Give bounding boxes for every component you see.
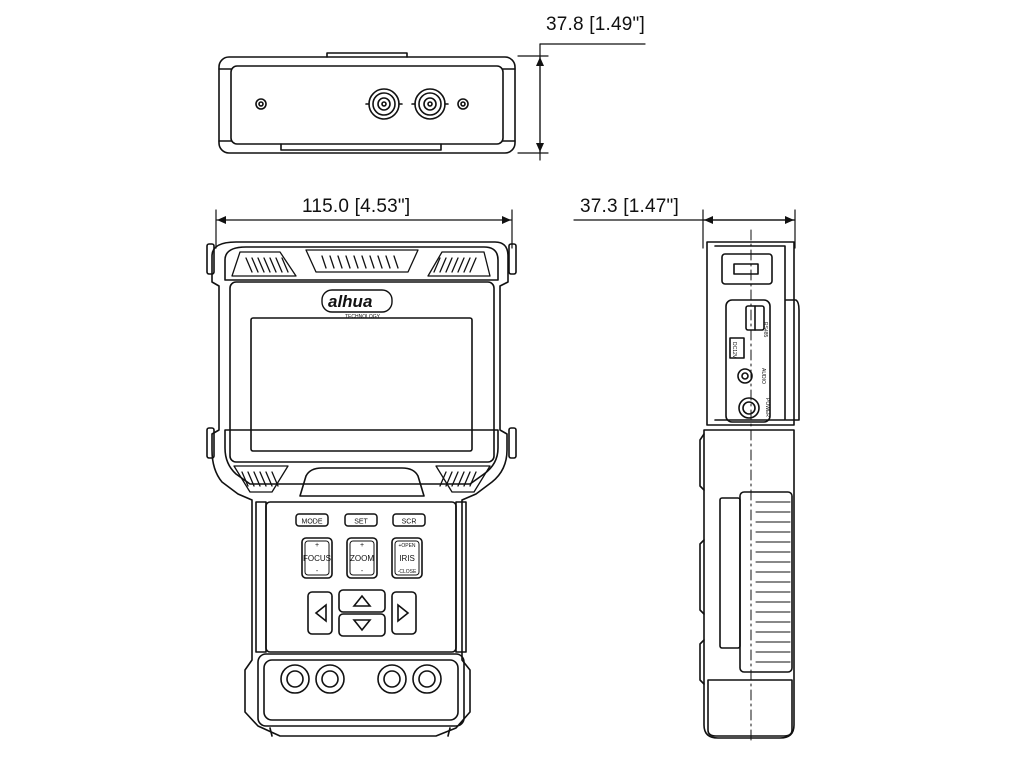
zoom-plus-label: + [360,542,364,549]
vent-grille-top-right [427,251,491,277]
vent-grille-top-left [231,251,297,277]
vent-grille-top-center [305,249,419,273]
side-label-audio: AUDIO [760,368,766,384]
dimension-depth-label: 37.8 [1.49"] [546,14,645,35]
bottom-button-4[interactable] [412,664,442,694]
set-button[interactable]: SET [344,513,378,527]
focus-minus-label: - [316,568,319,575]
focus-plus-label: + [315,542,319,549]
arrow-up-icon [352,594,372,607]
zoom-label: ZOOM [350,554,374,563]
dpad-down-button[interactable] [338,613,386,637]
mode-button-label: MODE [302,519,323,526]
display-bezel [229,281,495,463]
logo-subtext: TECHNOLOGY [345,314,381,320]
iris-label: IRIS [399,554,415,563]
dimension-depth [517,43,646,161]
grip-ridges [755,501,791,663]
dpad-right-button[interactable] [391,591,417,635]
brand-logo: alhua TECHNOLOGY [321,289,393,320]
dimension-width [215,209,513,249]
dimension-side-depth-label: 37.3 [1.47"] [580,196,679,217]
dimension-side-depth [573,209,796,249]
side-label-dc: DC12V [731,342,737,359]
vent-grille-bottom-right [435,465,491,493]
side-label-power: POWER [764,398,770,417]
power-button[interactable] [738,397,760,419]
bottom-button-2[interactable] [315,664,345,694]
bottom-button-3[interactable] [377,664,407,694]
arrow-right-icon [397,603,410,623]
focus-rocker[interactable]: + FOCUS - [301,537,333,579]
front-view [206,241,517,737]
bnc-connector-left [365,88,403,120]
dpad-up-button[interactable] [338,589,386,613]
zoom-rocker[interactable]: + ZOOM - [346,537,378,579]
set-button-label: SET [354,519,368,526]
display-screen [250,317,473,452]
iris-open-label: +OPEN [398,543,415,549]
top-view [218,52,516,154]
dpad-left-button[interactable] [307,591,333,635]
scr-button[interactable]: SCR [392,513,426,527]
side-view [699,229,800,741]
focus-label: FOCUS [303,554,331,563]
zoom-minus-label: - [361,568,364,575]
iris-close-label: -CLOSE [398,569,417,575]
mode-button[interactable]: MODE [295,513,329,527]
arrow-left-icon [314,603,327,623]
logo-text: alhua [328,292,372,311]
vent-grille-bottom-left [233,465,289,493]
dimension-width-label: 115.0 [4.53"] [302,196,411,217]
bnc-connector-right [411,88,449,120]
scr-button-label: SCR [402,519,417,526]
iris-rocker[interactable]: +OPEN IRIS -CLOSE [391,537,423,579]
side-port-panel [725,299,771,423]
side-label-rs485: RS485 [762,322,768,338]
bottom-button-1[interactable] [280,664,310,694]
audio-jack [737,368,753,384]
arrow-down-icon [352,619,372,632]
